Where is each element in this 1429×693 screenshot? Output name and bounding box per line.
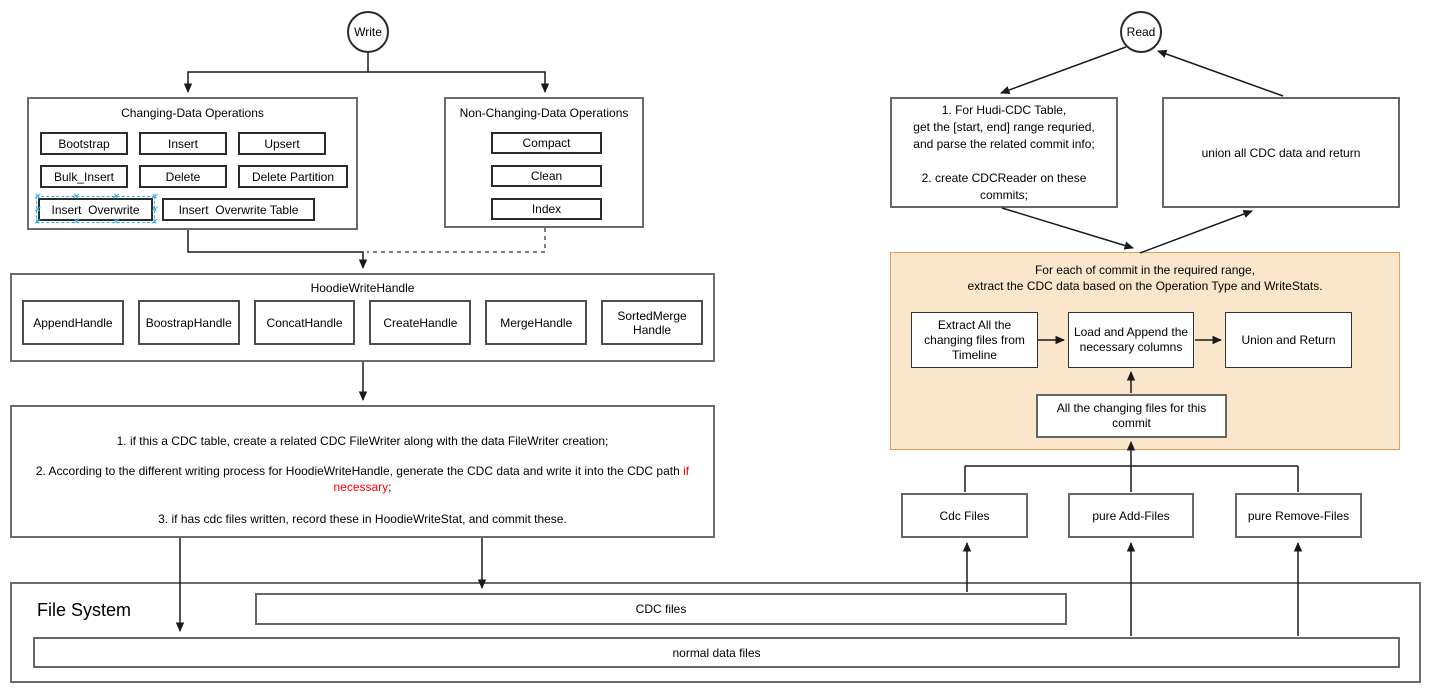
union-all-cdc-box[interactable]: union all CDC data and return <box>1162 97 1400 208</box>
op-compact[interactable]: Compact <box>491 132 602 154</box>
prepare-line: commits; <box>980 187 1028 202</box>
file-system-title: File System <box>37 600 132 620</box>
all-changing-files-box[interactable]: All the changing files for this commit <box>1036 394 1227 438</box>
non-changing-data-operations-title: Non-Changing-Data Operations <box>459 106 629 120</box>
prepare-line: 2. create CDCReader on these <box>921 170 1087 185</box>
pure-add-files-label: pure Add-Files <box>1092 508 1170 523</box>
write-node-label: Write <box>354 25 382 39</box>
per-commit-title-line2: extract the CDC data based on the Operat… <box>967 279 1323 293</box>
handle-boostrap[interactable]: BoostrapHandle <box>137 300 240 345</box>
cdc-files-bar[interactable]: CDC files <box>255 593 1067 625</box>
handle-merge[interactable]: MergeHandle <box>485 300 588 345</box>
hoodie-handle-row: AppendHandle BoostrapHandle ConcatHandle… <box>12 300 713 345</box>
load-append-columns-label: Load and Append the necessary columns <box>1073 325 1189 354</box>
op-bulk-insert[interactable]: Bulk_Insert <box>40 165 128 188</box>
per-commit-title-line1: For each of commit in the required range… <box>1034 263 1256 277</box>
normal-data-files-bar-label: normal data files <box>672 645 761 660</box>
read-prepare-box[interactable]: 1. For Hudi-CDC Table, get the [start, e… <box>890 97 1118 208</box>
hoodie-write-handle-title: HoodieWriteHandle <box>310 281 415 295</box>
op-index[interactable]: Index <box>491 198 602 220</box>
op-label: Bulk_Insert <box>53 169 115 184</box>
op-clean[interactable]: Clean <box>491 165 602 187</box>
cdc-files-group-label: Cdc Files <box>939 508 990 523</box>
selection-handle[interactable]: ✕ <box>150 217 158 226</box>
op-insert-overwrite-table[interactable]: Insert Overwrite Table <box>162 198 315 221</box>
cdc-files-bar-label: CDC files <box>635 602 687 616</box>
write-process-notes[interactable]: 1. if this a CDC table, create a related… <box>10 405 715 538</box>
op-label: Delete Partition <box>251 169 335 184</box>
union-all-cdc-label: union all CDC data and return <box>1201 145 1361 160</box>
pure-add-files-box[interactable]: pure Add-Files <box>1068 493 1194 538</box>
extract-changing-files-box[interactable]: Extract All the changing files from Time… <box>911 312 1038 368</box>
load-append-columns-box[interactable]: Load and Append the necessary columns <box>1068 312 1194 368</box>
selection-handle[interactable]: ✕ <box>72 217 79 226</box>
union-and-return-label: Union and Return <box>1241 333 1336 347</box>
read-node[interactable]: Read <box>1120 11 1162 53</box>
selection-handle[interactable]: ✕ <box>112 192 119 201</box>
selection-handle[interactable]: ✕ <box>112 217 119 226</box>
selection-handle[interactable]: ✕ <box>33 217 41 226</box>
union-and-return-box[interactable]: Union and Return <box>1225 312 1352 368</box>
handle-create[interactable]: CreateHandle <box>369 300 472 345</box>
hoodie-write-handle-group[interactable]: HoodieWriteHandle AppendHandle BoostrapH… <box>10 273 715 362</box>
prepare-line: 1. For Hudi-CDC Table, <box>941 102 1067 117</box>
op-label: Compact <box>522 136 571 150</box>
op-delete[interactable]: Delete <box>139 165 227 188</box>
note-line-2-end: ; <box>388 480 392 494</box>
extract-changing-files-label: Extract All the changing files from Time… <box>924 317 1025 362</box>
prepare-line: and parse the related commit info; <box>913 136 1095 151</box>
prepare-line: get the [start, end] range requried, <box>913 119 1095 134</box>
all-changing-files-label: All the changing files for this commit <box>1056 401 1207 430</box>
non-changing-data-operations-group[interactable]: Non-Changing-Data Operations Compact Cle… <box>444 97 644 228</box>
op-label: Index <box>531 202 562 216</box>
selection-handle[interactable]: ✕ <box>33 204 41 214</box>
op-bootstrap[interactable]: Bootstrap <box>40 132 128 155</box>
op-label: Clean <box>530 169 563 183</box>
handle-sorted-merge[interactable]: SortedMerge Handle <box>601 300 703 345</box>
changing-data-operations-group[interactable]: Changing-Data Operations Bootstrap Inser… <box>27 97 358 230</box>
op-upsert[interactable]: Upsert <box>238 132 326 155</box>
op-label: Insert <box>167 136 198 151</box>
op-label: Insert Overwrite <box>51 202 140 217</box>
note-line-2: 2. According to the different writing pr… <box>28 463 697 495</box>
handle-concat[interactable]: ConcatHandle <box>253 300 356 345</box>
handle-append[interactable]: AppendHandle <box>22 300 124 345</box>
changing-data-operations-title: Changing-Data Operations <box>121 106 264 120</box>
note-line-1: 1. if this a CDC table, create a related… <box>116 434 609 448</box>
op-insert-overwrite-selected[interactable]: Insert Overwrite ✕ ✕ ✕ ✕ ✕ ✕ ✕ ✕ ✕ ✕ <box>34 193 158 226</box>
op-label: Bootstrap <box>58 136 110 151</box>
read-node-label: Read <box>1126 25 1156 39</box>
normal-data-files-bar[interactable]: normal data files <box>33 637 1400 668</box>
pure-remove-files-label: pure Remove-Files <box>1247 508 1350 523</box>
selection-handle[interactable]: ✕ <box>33 192 41 201</box>
op-delete-partition[interactable]: Delete Partition <box>238 165 348 188</box>
selection-handle[interactable]: ✕ <box>150 204 158 214</box>
note-line-2-highlight: if necessary <box>333 464 690 494</box>
op-label: Insert Overwrite Table <box>178 202 299 217</box>
selection-handle[interactable]: ✕ <box>150 192 158 201</box>
op-insert[interactable]: Insert <box>139 132 227 155</box>
pure-remove-files-box[interactable]: pure Remove-Files <box>1235 493 1362 538</box>
cdc-files-group-box[interactable]: Cdc Files <box>901 493 1028 538</box>
note-line-3: 3. if has cdc files written, record thes… <box>158 512 567 526</box>
op-label: Delete <box>165 169 201 184</box>
op-label: Upsert <box>264 136 300 151</box>
note-line-2-text: 2. According to the different writing pr… <box>35 464 684 478</box>
write-node[interactable]: Write <box>347 11 389 53</box>
selection-handle[interactable]: ✕ <box>72 192 79 201</box>
